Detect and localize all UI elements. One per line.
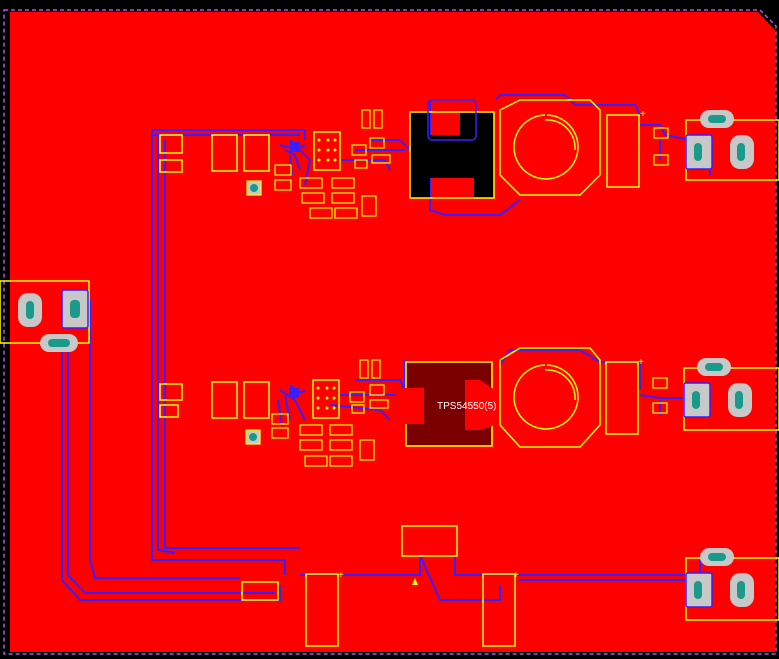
lower-regulator[interactable]: TPS54550(5) + <box>159 347 668 467</box>
lower-inductor-outline <box>499 347 601 448</box>
svg-text:+: + <box>638 357 644 368</box>
connector-right-middle[interactable] <box>683 358 779 431</box>
bottom-input-section[interactable] <box>241 525 516 647</box>
lower-ic-label: TPS54550(5) <box>437 401 496 412</box>
upper-regulator[interactable]: + <box>159 99 669 219</box>
upper-output-cap <box>606 114 640 188</box>
lower-ic-footprint <box>312 379 340 419</box>
copper-pour <box>10 12 775 652</box>
connector-left-input[interactable] <box>0 280 90 352</box>
board-outline <box>3 9 777 655</box>
lower-ic-tps54550[interactable]: TPS54550(5) <box>398 361 496 447</box>
svg-text:+: + <box>640 109 646 120</box>
svg-text:+: + <box>513 570 519 581</box>
lower-output-cap <box>605 361 639 435</box>
upper-inductor-outline <box>499 99 601 196</box>
connector-right-bottom[interactable] <box>685 548 779 621</box>
upper-switch-pad <box>410 112 494 198</box>
connector-right-top[interactable] <box>685 110 779 181</box>
svg-text:+: + <box>338 570 344 581</box>
upper-ic-footprint <box>313 131 341 171</box>
